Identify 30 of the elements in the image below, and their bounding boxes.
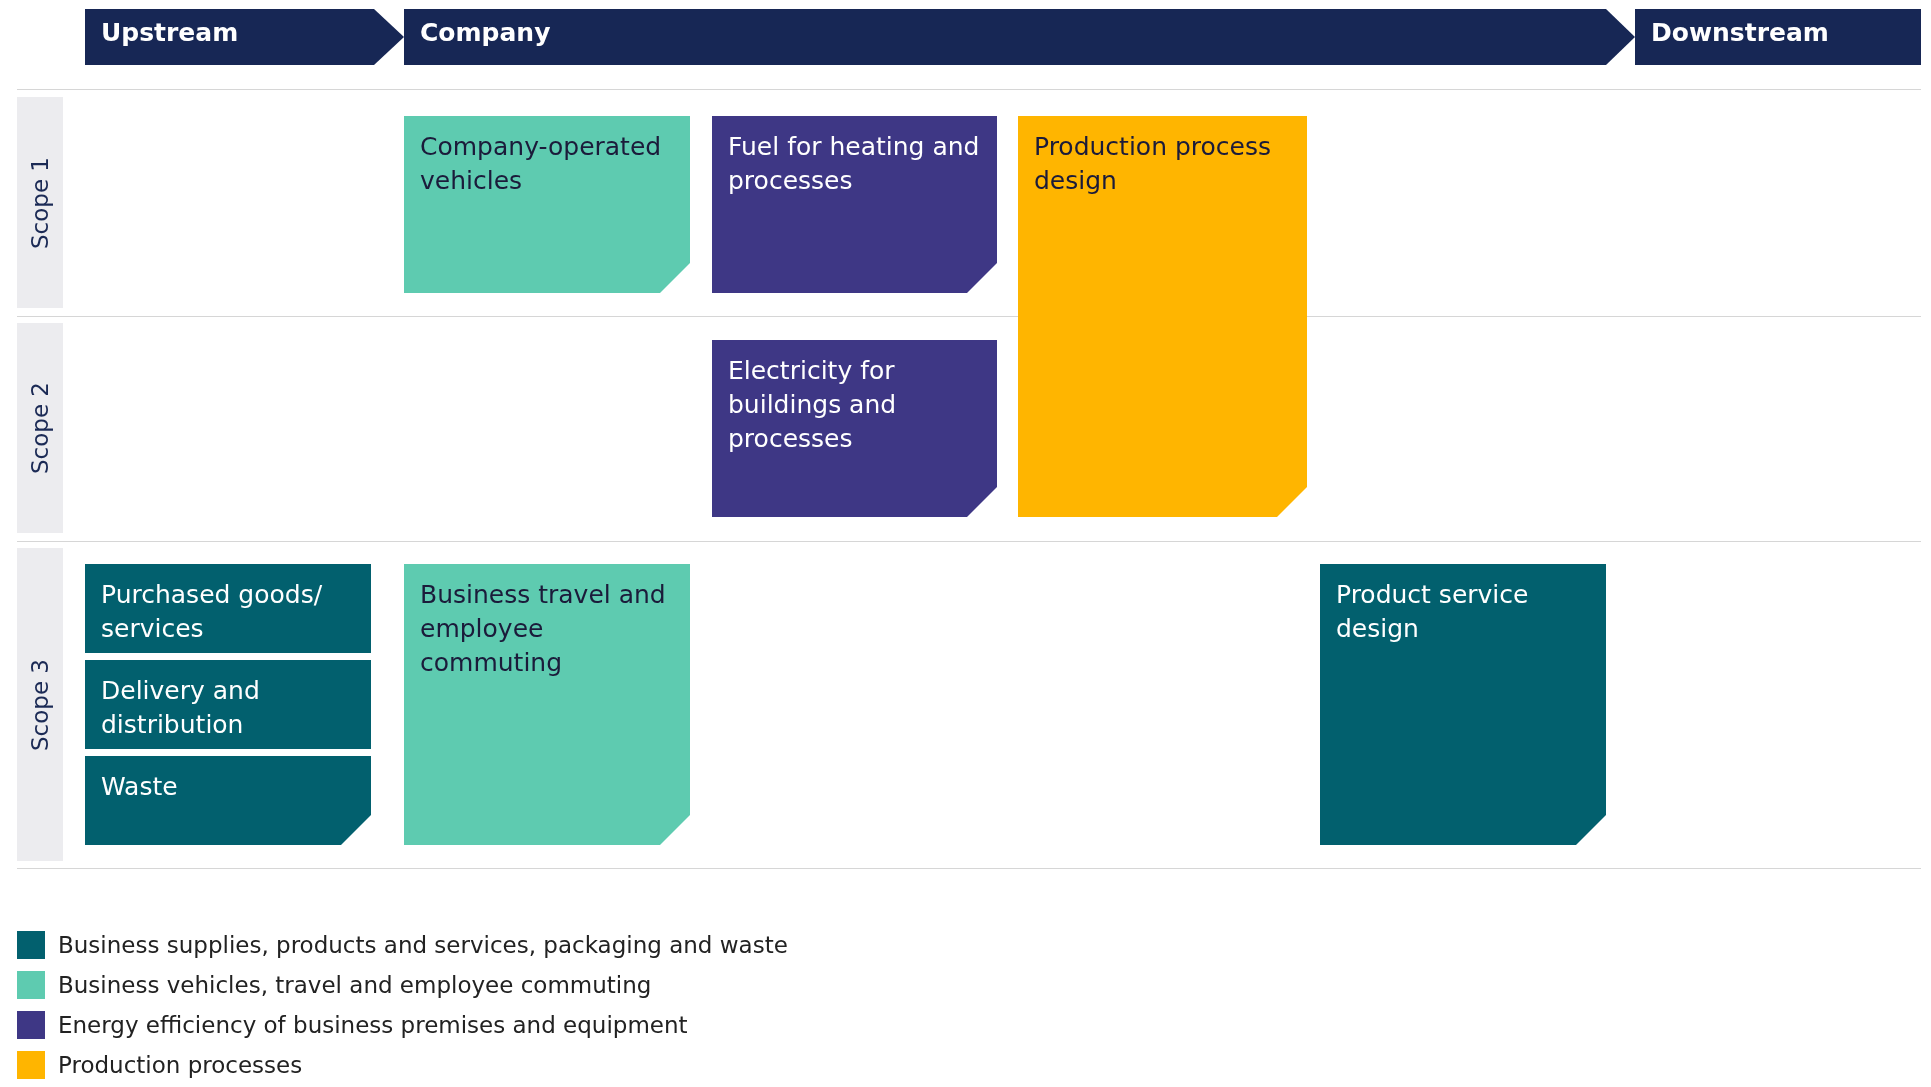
box-label: Business travel and employee commuting [420, 579, 667, 679]
box-label: Fuel for heating and processes [728, 131, 981, 197]
category-box [712, 340, 997, 517]
category-box [85, 756, 371, 845]
legend-label: Energy efficiency of business premises and equipment [58, 1012, 688, 1038]
header-arrow-band [1635, 9, 1921, 65]
legend-label: Business supplies, products and services, packaging and waste [58, 932, 788, 958]
category-box [404, 116, 690, 293]
header-label: Company [420, 18, 551, 47]
legend-label: Production processes [58, 1052, 303, 1078]
scope-label: Scope 1 [27, 156, 53, 249]
category-box [1320, 564, 1606, 845]
scope-label: Scope 3 [27, 658, 53, 751]
box-label: Product service design [1336, 579, 1530, 645]
box-label: Electricity for buildings and processes [728, 355, 898, 455]
header-label: Upstream [101, 18, 239, 47]
box-label: Waste [101, 771, 179, 803]
category-box [1018, 116, 1307, 517]
category-box [85, 660, 371, 749]
category-box [712, 116, 997, 293]
header-label: Downstream [1651, 18, 1829, 47]
box-label: Purchased goods/ services [101, 579, 324, 645]
box-label: Production process design [1034, 131, 1273, 197]
category-box [404, 564, 690, 845]
scope-label: Scope 2 [27, 382, 53, 474]
box-label: Delivery and distribution [101, 675, 261, 741]
category-box [85, 564, 371, 653]
box-label: Company-operated vehicles [420, 131, 663, 197]
header-arrow-band [85, 9, 404, 65]
legend-label: Business vehicles, travel and employee commuting [58, 972, 652, 998]
